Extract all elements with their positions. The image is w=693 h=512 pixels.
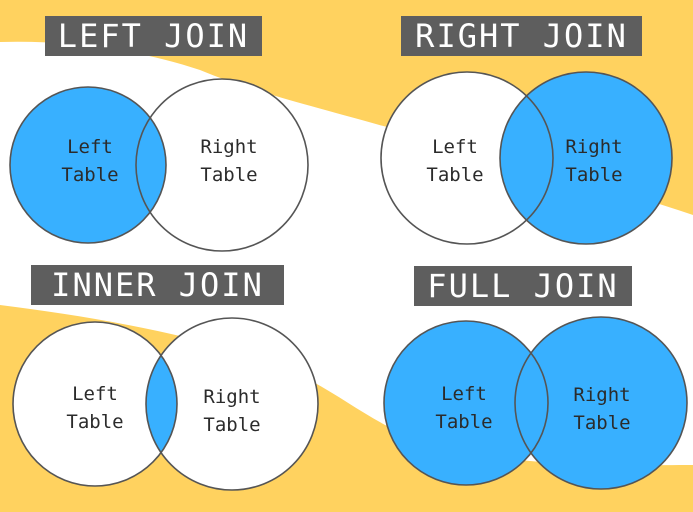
left-join-right-circle xyxy=(136,79,308,251)
full-join-left-label-1: Left xyxy=(441,383,487,405)
right-join-right-label-1: Right xyxy=(565,136,622,158)
full-join-left-label-2: Table xyxy=(435,411,492,433)
inner-join-right-circle xyxy=(146,318,318,490)
inner-join-title: INNER JOIN xyxy=(31,265,284,305)
right-join-left-circle xyxy=(381,72,553,244)
inner-join-left-label-1: Left xyxy=(72,383,118,405)
inner-join-right-label-1: Right xyxy=(203,386,260,408)
left-join-right-label-1: Right xyxy=(200,136,257,158)
right-join-left-label-1: Left xyxy=(432,136,478,158)
inner-join-left-label-2: Table xyxy=(66,411,123,433)
full-join-left-circle xyxy=(384,321,548,485)
left-join-left-label-1: Left xyxy=(67,136,113,158)
full-join-right-label-1: Right xyxy=(573,384,630,406)
left-join-right-label-2: Table xyxy=(200,164,257,186)
left-join-title: LEFT JOIN xyxy=(45,16,262,56)
full-join-right-label-2: Table xyxy=(573,412,630,434)
inner-join-right-label-2: Table xyxy=(203,414,260,436)
right-join-right-circle xyxy=(500,72,672,244)
left-join-left-label-2: Table xyxy=(61,164,118,186)
left-join-left-circle xyxy=(10,87,166,243)
right-join-left-label-2: Table xyxy=(426,164,483,186)
full-join-title: FULL JOIN xyxy=(414,266,632,306)
right-join-right-label-2: Table xyxy=(565,164,622,186)
right-join-title: RIGHT JOIN xyxy=(401,16,642,56)
full-join-right-circle xyxy=(515,317,687,489)
inner-join-left-circle xyxy=(13,322,177,486)
